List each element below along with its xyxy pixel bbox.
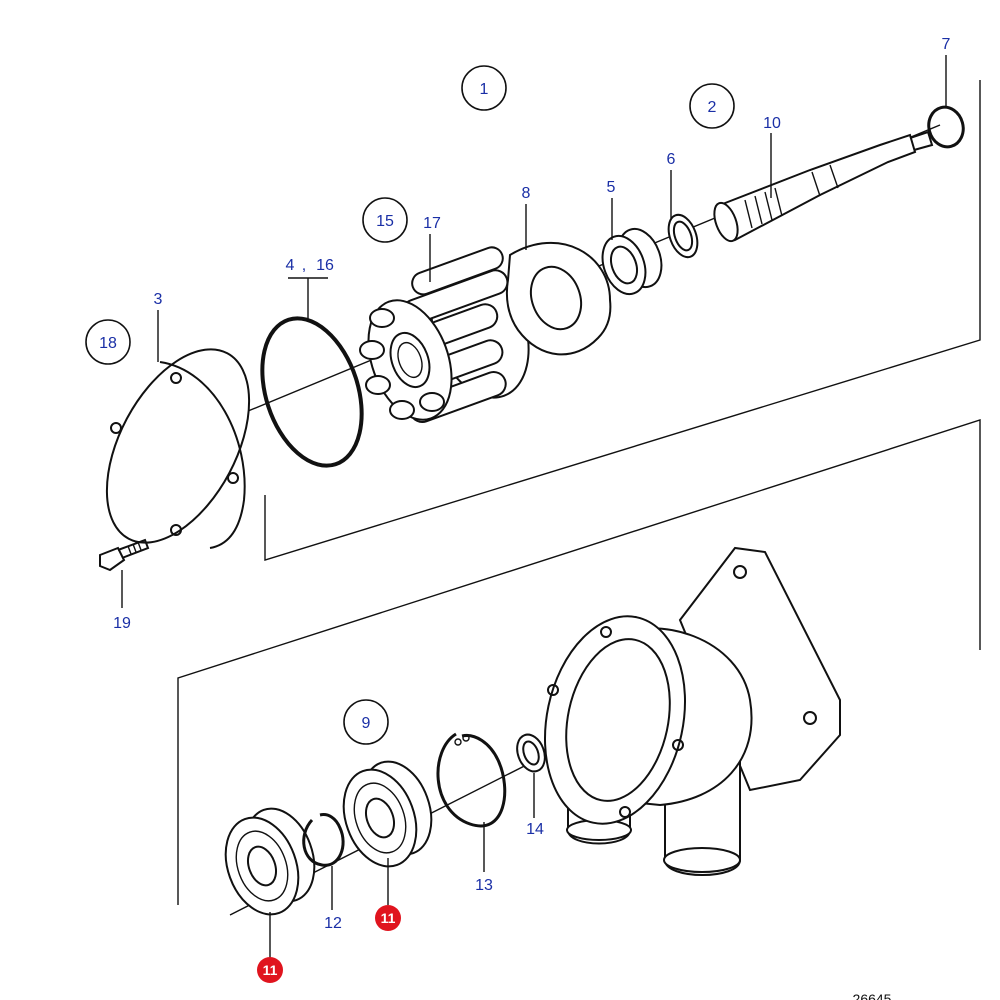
- pump-shaft: [713, 130, 934, 243]
- kit-frame-lower: [177, 419, 981, 905]
- callout-4: 4: [286, 257, 295, 274]
- group-callout-15: 15: [362, 197, 408, 243]
- shaft-washer: [667, 213, 699, 259]
- callout-8: 8: [522, 185, 531, 202]
- highlight-callout-11-inner: 11: [375, 905, 401, 931]
- callout-17: 17: [423, 215, 441, 232]
- drawing-number: 26645: [853, 991, 892, 1000]
- group-callout-2: 2: [689, 83, 735, 129]
- group-callout-1: 1: [461, 65, 507, 111]
- callout-10: 10: [763, 115, 781, 132]
- callout-19: 19: [113, 615, 131, 632]
- group-callout-18: 18: [85, 319, 131, 365]
- group-callout-9: 9: [343, 699, 389, 745]
- kit-frame-upper: [264, 80, 981, 561]
- callout-9: 9: [362, 715, 371, 732]
- bearing-inner: [342, 760, 433, 868]
- callout-1: 1: [480, 81, 489, 98]
- bearing-outer: [224, 807, 316, 916]
- callout-12: 12: [324, 915, 342, 932]
- callout-7: 7: [942, 36, 951, 53]
- callout-separator: ,: [302, 257, 306, 274]
- small-o-ring: [927, 105, 965, 149]
- housing-seal: [516, 733, 546, 773]
- callout-3: 3: [154, 291, 163, 308]
- highlight-callout-11-outer: 11: [257, 957, 283, 983]
- cover-plate: [105, 348, 251, 549]
- callout-6: 6: [667, 151, 676, 168]
- shaft-circlip: [302, 813, 345, 867]
- callout-14: 14: [526, 821, 544, 838]
- leader-lines: [121, 55, 947, 958]
- callout-2: 2: [708, 99, 717, 116]
- callout-11-inner: 11: [381, 910, 396, 926]
- callout-13: 13: [475, 877, 493, 894]
- pump-housing: [543, 546, 841, 876]
- callout-15: 15: [376, 213, 394, 230]
- callout-16: 16: [316, 257, 334, 274]
- cover-screw: [99, 538, 150, 572]
- o-ring: [260, 316, 364, 468]
- housing-circlip: [436, 732, 507, 828]
- callout-18: 18: [99, 335, 117, 352]
- shaft-seal: [601, 227, 663, 296]
- callout-5: 5: [607, 179, 616, 196]
- callout-11-outer: 11: [263, 962, 278, 978]
- wear-plate: [505, 242, 612, 356]
- impeller: [359, 246, 530, 423]
